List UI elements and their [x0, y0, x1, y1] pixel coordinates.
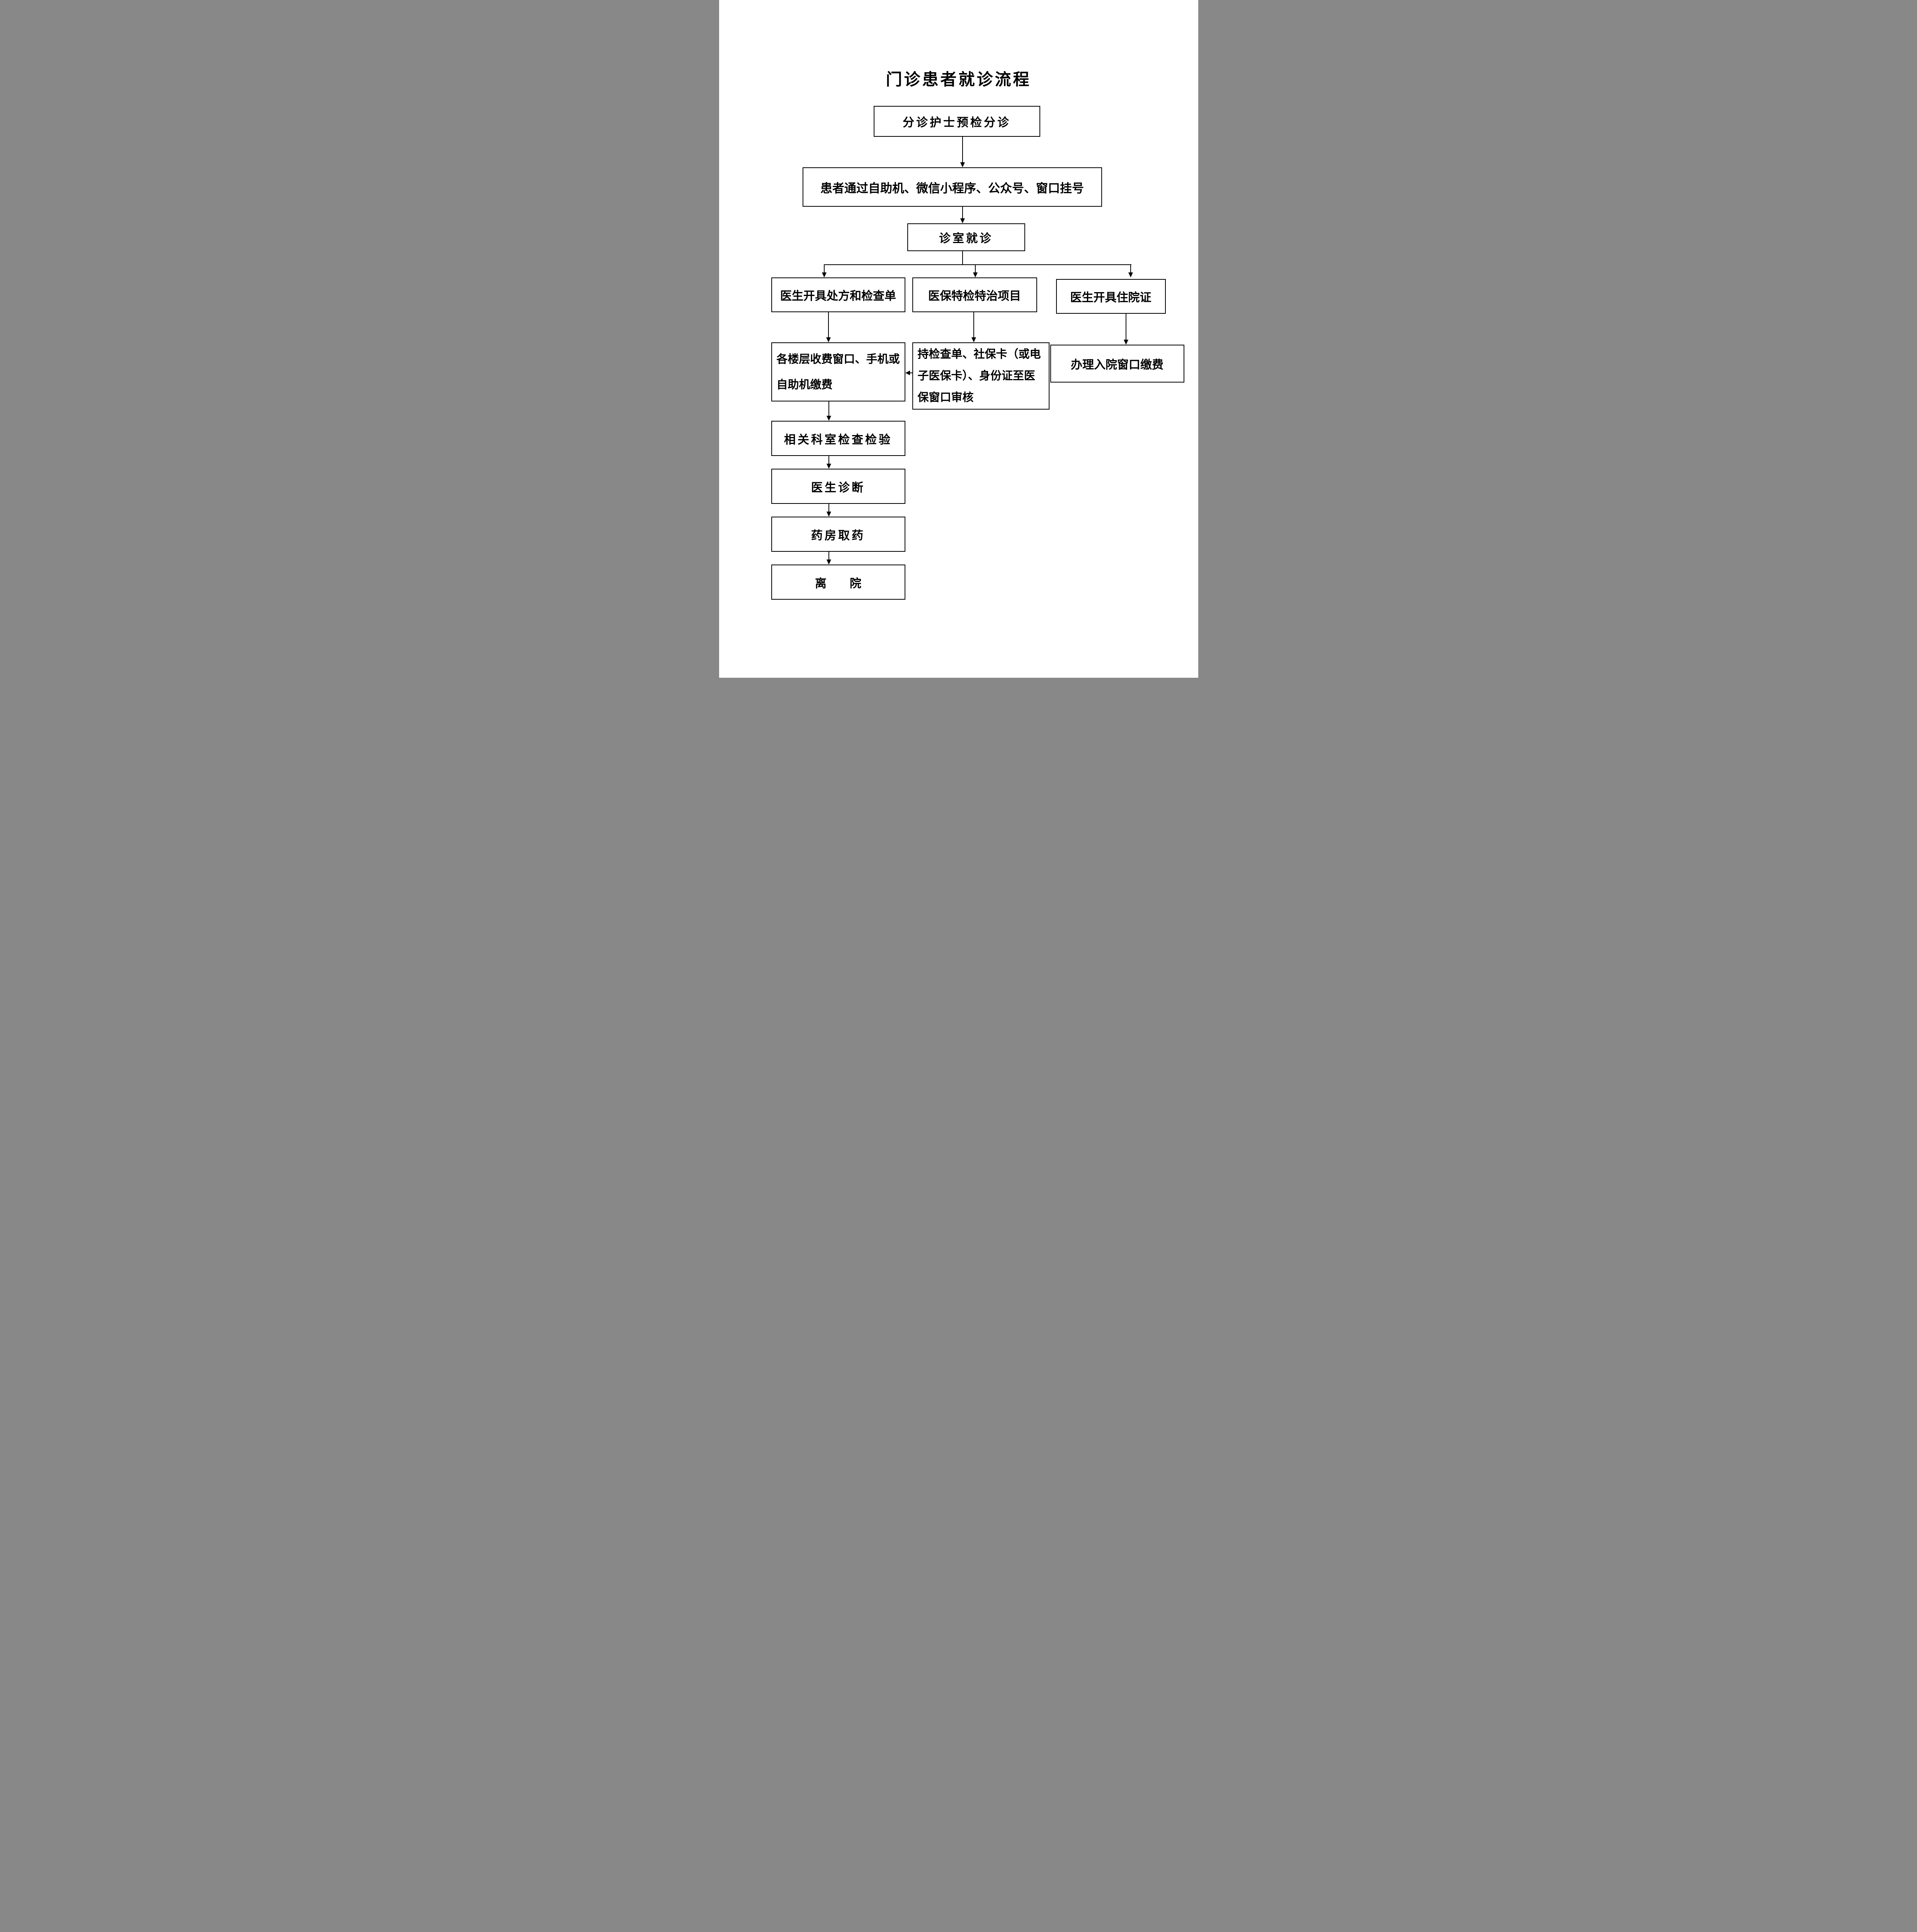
node-insurance-review: 持检查单、社保卡（或电 子医保卡）、身份证至医 保窗口审核 [912, 342, 1050, 410]
node-prescription-label: 医生开具处方和检查单 [780, 290, 896, 303]
arrow-insurance-to-pay-line [909, 372, 913, 373]
arrow-branch-to-special-head-icon [973, 272, 978, 277]
arrow-branch-to-admission-cert-line [1130, 265, 1131, 272]
node-diagnosis: 医生诊断 [771, 469, 905, 504]
node-pharmacy-label: 药房取药 [811, 529, 865, 542]
node-exam: 相关科室检查检验 [771, 421, 905, 456]
arrow-register-to-consult-line [962, 207, 963, 218]
arrow-branch-to-admission-cert-head-icon [1128, 272, 1133, 277]
node-leave-label: 离 院 [815, 577, 861, 590]
node-insurance-review-line2: 子医保卡）、身份证至医 [917, 370, 1036, 382]
node-consult: 诊室就诊 [907, 223, 1025, 251]
node-pharmacy: 药房取药 [771, 517, 905, 552]
arrow-diagnosis-to-pharmacy-head-icon [826, 512, 831, 517]
arrow-branch-to-prescription-head-icon [822, 272, 827, 277]
node-diagnosis-label: 医生诊断 [811, 481, 865, 494]
node-register: 患者通过自助机、微信小程序、公众号、窗口挂号 [802, 167, 1102, 207]
arrow-branch-to-special-line [975, 265, 976, 272]
arrow-exam-to-diagnosis-head-icon [826, 464, 831, 469]
arrow-diagnosis-to-pharmacy-line [828, 504, 829, 512]
stem-consult-to-branch [962, 251, 963, 265]
node-admission-cert-label: 医生开具住院证 [1070, 291, 1152, 304]
arrow-triage-to-register-head-icon [960, 162, 965, 167]
node-exam-label: 相关科室检查检验 [784, 433, 892, 446]
arrow-special-to-insurance-line [973, 312, 974, 337]
node-insurance-review-line1: 持检查单、社保卡（或电 [917, 348, 1041, 361]
node-insurance-review-line3: 保窗口审核 [917, 391, 974, 404]
arrow-pharmacy-to-leave-head-icon [826, 560, 831, 565]
arrow-register-to-consult-head-icon [960, 218, 965, 223]
page-title: 门诊患者就诊流程 [886, 71, 1031, 89]
arrow-exam-to-diagnosis-line [828, 456, 829, 464]
node-register-label: 患者通过自助机、微信小程序、公众号、窗口挂号 [820, 181, 1084, 195]
arrow-prescription-to-pay-line [828, 312, 829, 337]
arrow-pay-to-exam-head-icon [826, 416, 831, 421]
node-pay-line2: 自助机缴费 [776, 378, 833, 391]
node-special-items: 医保特检特治项目 [912, 277, 1037, 312]
arrow-special-to-insurance-head-icon [971, 337, 976, 342]
branch-line [823, 264, 1131, 265]
node-triage: 分诊护士预检分诊 [873, 106, 1040, 137]
node-triage-label: 分诊护士预检分诊 [903, 116, 1011, 129]
node-consult-label: 诊室就诊 [939, 232, 993, 245]
arrow-insurance-to-pay-head-icon [905, 371, 910, 375]
arrow-admission-cert-to-admission-pay-head-icon [1123, 340, 1128, 345]
arrow-triage-to-register-line [962, 137, 963, 162]
node-prescription: 医生开具处方和检查单 [771, 277, 905, 312]
arrow-pay-to-exam-line [828, 401, 829, 416]
node-admission-cert: 医生开具住院证 [1056, 279, 1166, 314]
document-page: 门诊患者就诊流程 分诊护士预检分诊 患者通过自助机、微信小程序、公众号、窗口挂号… [719, 0, 1198, 678]
node-special-items-label: 医保特检特治项目 [928, 290, 1021, 303]
node-leave: 离 院 [771, 565, 905, 600]
arrow-pharmacy-to-leave-line [828, 552, 829, 560]
node-pay-line1: 各楼层收费窗口、手机或 [776, 353, 900, 366]
node-pay: 各楼层收费窗口、手机或 自助机缴费 [771, 342, 905, 401]
node-admission-pay: 办理入院窗口缴费 [1050, 345, 1184, 383]
arrow-branch-to-prescription-line [823, 265, 825, 272]
arrow-prescription-to-pay-head-icon [826, 337, 831, 342]
node-admission-pay-label: 办理入院窗口缴费 [1071, 359, 1163, 371]
